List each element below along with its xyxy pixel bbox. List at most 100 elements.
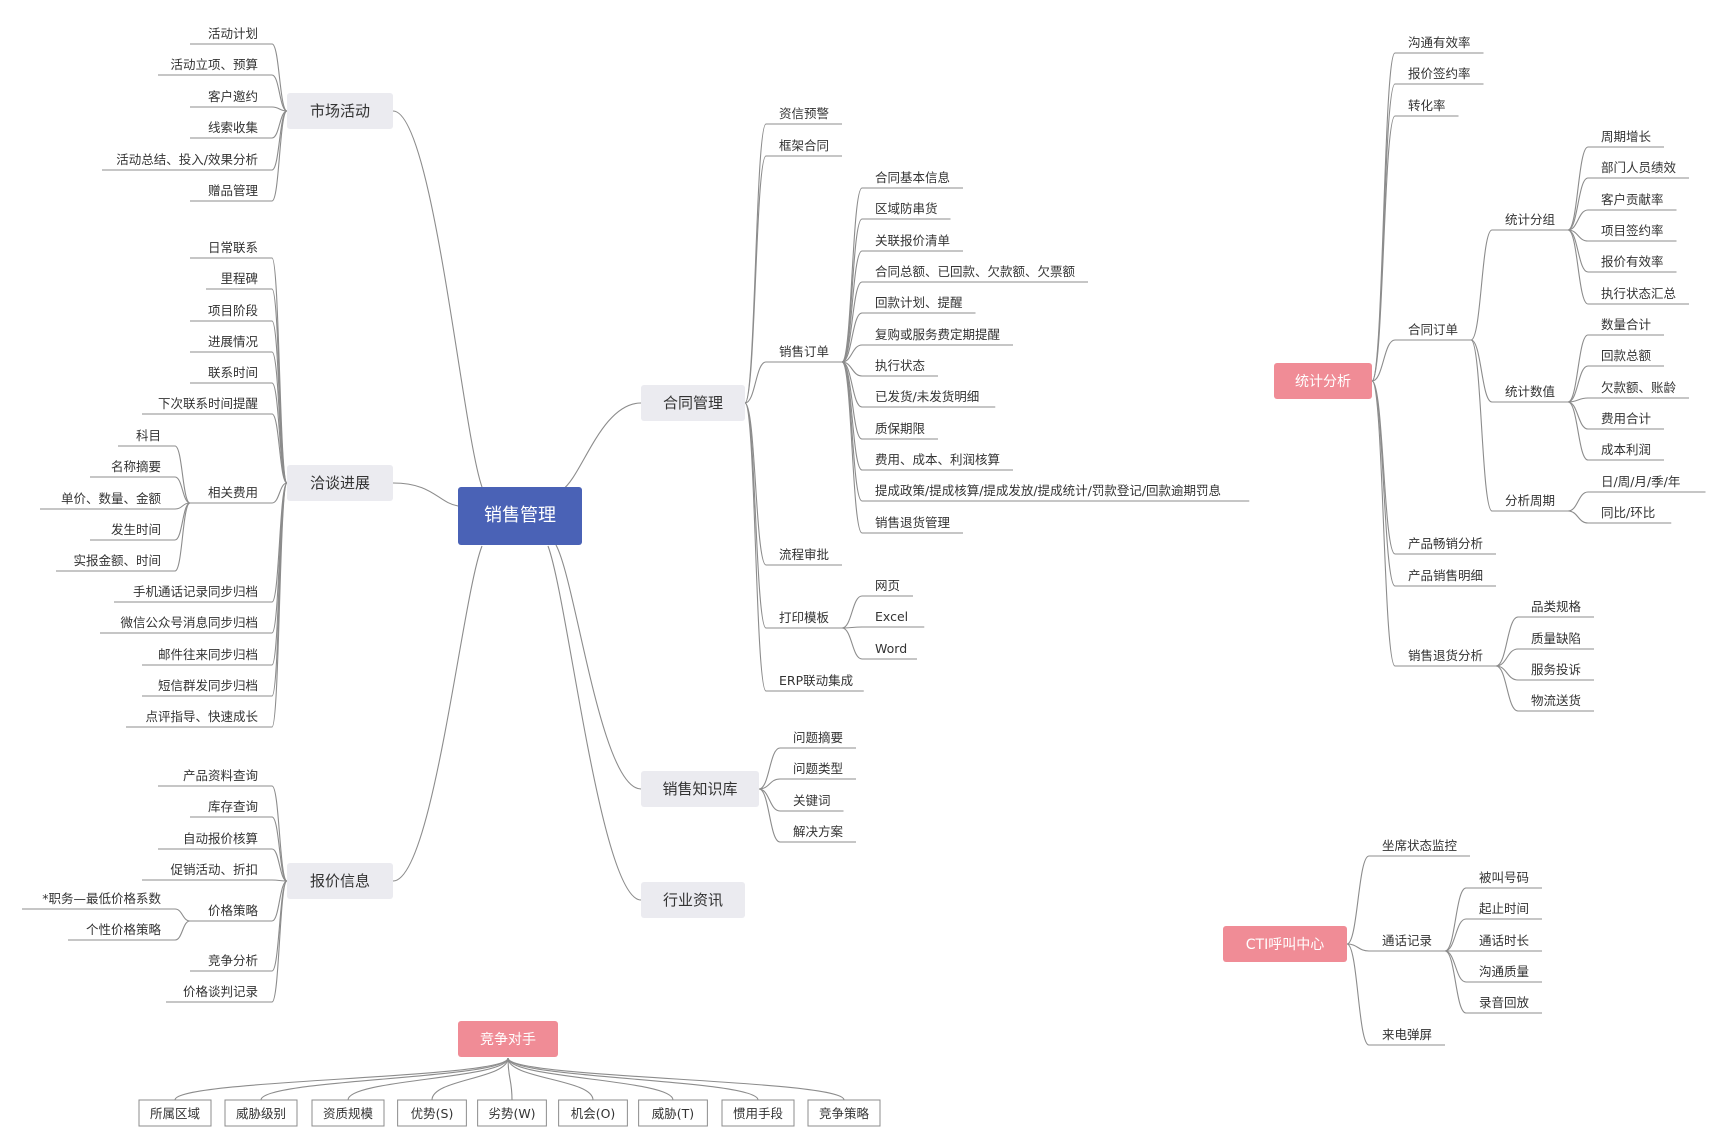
connector: [841, 312, 863, 363]
connector: [841, 595, 863, 629]
cti-popup: 来电弹屏: [1382, 1027, 1432, 1042]
competitor-item-0: 所属区域: [150, 1106, 200, 1121]
negotiation-after-1: 微信公众号消息同步归档: [120, 615, 258, 630]
connector: [1567, 491, 1589, 512]
connector: [260, 1057, 509, 1101]
order-item-4: 回款计划、提醒: [875, 295, 963, 310]
connector: [744, 155, 767, 404]
market-item-1: 活动立项、预算: [170, 57, 258, 72]
connector: [744, 361, 767, 404]
connector: [392, 545, 483, 882]
negotiation-after-0: 手机通话记录同步归档: [133, 584, 258, 599]
topic-industry: 行业资讯: [663, 891, 723, 909]
stats-period-label: 分析周期: [1505, 493, 1555, 508]
strategy-item-1: 个性价格策略: [86, 922, 162, 937]
order-label: 销售订单: [779, 344, 829, 359]
negotiation-item-2: 项目阶段: [208, 303, 258, 318]
topic-market: 市场活动: [310, 102, 370, 120]
topic-cti: CTI呼叫中心: [1246, 937, 1324, 953]
cti-monitor: 坐席状态监控: [1382, 838, 1458, 853]
stats-period-item-1: 同比/环比: [1601, 505, 1655, 520]
topic-market-box: [287, 93, 393, 129]
connector: [1567, 146, 1589, 231]
stats-group-item-0: 周期增长: [1601, 129, 1652, 144]
expense-item-0: 科目: [136, 428, 161, 443]
connector: [1371, 339, 1396, 382]
order-item-0: 合同基本信息: [875, 170, 950, 185]
negotiation-item-3: 进展情况: [208, 334, 259, 349]
connector: [1371, 380, 1396, 667]
expense-label: 相关费用: [208, 485, 258, 500]
connector: [1371, 52, 1396, 382]
order-item-1: 区域防串货: [875, 201, 938, 216]
quote-after-1: 价格谈判记录: [183, 984, 258, 999]
quote-item-0: 产品资料查询: [183, 768, 258, 783]
connector: [555, 544, 642, 790]
connector: [1470, 339, 1493, 512]
order-item-10: 提成政策/提成核算/提成发放/提成统计/罚款登记/回款逾期罚息: [875, 483, 1221, 498]
quote-after-0: 竞争分析: [208, 953, 258, 968]
connector: [271, 879, 288, 882]
connector: [1470, 229, 1493, 341]
strategy-label: 价格策略: [208, 903, 259, 918]
order-item-2: 关联报价清单: [875, 233, 950, 248]
connector: [1346, 855, 1370, 945]
erp: ERP联动集成: [779, 673, 853, 688]
connector: [271, 880, 288, 972]
connector: [1495, 616, 1519, 667]
connector: [1495, 648, 1519, 667]
market-item-2: 客户邀约: [208, 89, 258, 104]
connector: [561, 402, 642, 491]
stats-period-item-0: 日/周/月/季/年: [1601, 474, 1680, 489]
topic-competitor: 竞争对手: [480, 1031, 536, 1048]
topic-competitor-box: [458, 1021, 558, 1057]
underlines: [22, 43, 1706, 1046]
stats-return-item-1: 质量缺陷: [1531, 631, 1581, 646]
negotiation-item-1: 里程碑: [220, 271, 258, 286]
connector: [1470, 339, 1493, 403]
knowledge-item-0: 问题摘要: [793, 730, 843, 745]
competitor-item-0-box: [138, 1099, 212, 1127]
stats-value-item-2: 欠款额、账龄: [1601, 380, 1677, 395]
negotiation-after-2: 邮件往来同步归档: [158, 647, 258, 662]
connector: [758, 788, 781, 843]
nodes: 销售管理市场活动洽谈进展报价信息合同管理销售知识库行业资讯活动计划活动立项、预算…: [42, 26, 1680, 1127]
connector: [431, 1057, 509, 1101]
connector: [174, 502, 191, 572]
connector: [1444, 887, 1467, 952]
connector: [841, 281, 863, 363]
connector: [392, 482, 459, 507]
print-item-2: Word: [875, 641, 907, 656]
connector: [174, 920, 191, 941]
connector: [1346, 943, 1370, 952]
cti-record-item-1: 起止时间: [1479, 901, 1529, 916]
competitor-item-4-box: [477, 1099, 547, 1127]
connector: [841, 250, 863, 363]
topic-contract: 合同管理: [663, 394, 723, 412]
negotiation-item-0: 日常联系: [208, 240, 258, 255]
topic-quote-box: [287, 863, 393, 899]
order-item-5: 复购或服务费定期提醒: [875, 327, 1001, 342]
competitor-item-2: 资质规模: [323, 1106, 374, 1121]
connector: [744, 402, 767, 629]
connector: [1371, 380, 1396, 587]
topic-negotiation-box: [287, 465, 393, 501]
knowledge-item-3: 解决方案: [793, 824, 844, 839]
quote-item-2: 自动报价核算: [183, 831, 258, 846]
connector: [507, 1057, 674, 1101]
stats-return-item-3: 物流送货: [1531, 693, 1581, 708]
expense-item-2: 单价、数量、金额: [61, 491, 162, 506]
competitor-item-2-box: [311, 1099, 385, 1127]
market-item-0: 活动计划: [208, 26, 258, 41]
stats-value-item-4: 成本利润: [1601, 442, 1651, 457]
expense-item-3: 发生时间: [111, 522, 161, 537]
competitor-item-8: 竞争策略: [819, 1106, 870, 1121]
expense-item-4: 实报金额、时间: [73, 553, 161, 568]
competitor-item-1-box: [224, 1099, 298, 1127]
connector: [1567, 401, 1589, 430]
stats-value-item-0: 数量合计: [1601, 317, 1651, 332]
stats-before-2: 转化率: [1408, 98, 1446, 113]
connector: [841, 218, 863, 363]
competitor-item-8-box: [807, 1099, 881, 1127]
negotiation-item-5: 下次联系时间提醒: [158, 396, 259, 411]
